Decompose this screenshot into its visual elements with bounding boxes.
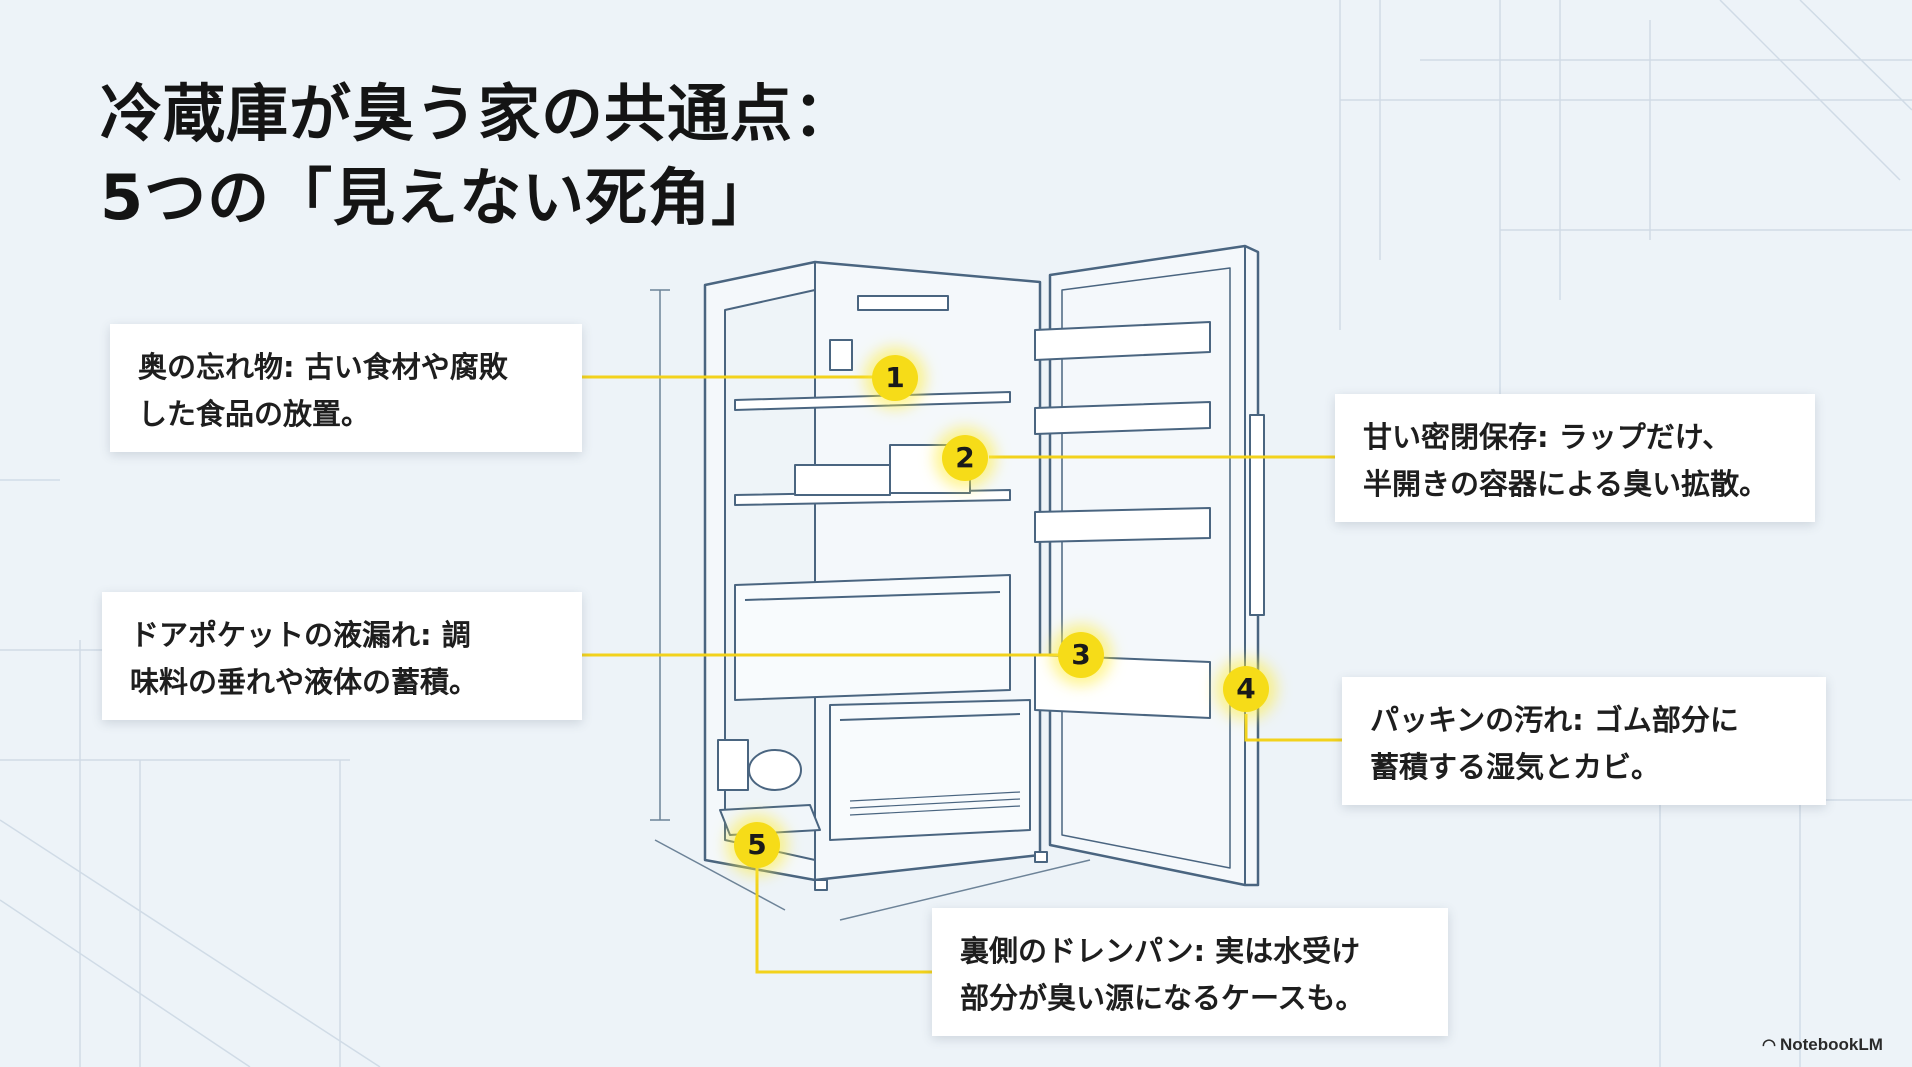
callout-1-back-leftovers: 奥の忘れ物: 古い食材や腐敗 した食品の放置。: [110, 324, 582, 452]
callout-5-drain-pan: 裏側のドレンパン: 実は水受け 部分が臭い源になるケースも。: [932, 908, 1448, 1036]
refrigerator-illustration: [703, 244, 1265, 891]
callout-2-loose-sealing: 甘い密閉保存: ラップだけ、 半開きの容器による臭い拡散。: [1335, 394, 1815, 522]
callout-3-door-pocket-leaks: ドアポケットの液漏れ: 調 味料の垂れや液体の蓄積。: [102, 592, 582, 720]
title-line-1: 冷蔵庫が臭う家の共通点：: [100, 77, 857, 150]
callout-3-line-2: 味料の垂れや液体の蓄積。: [130, 665, 479, 699]
callout-1-line-2: した食品の放置。: [138, 397, 371, 431]
marker-badge-2: 2: [942, 435, 988, 481]
title-line-2: 5つの「見えない死角」: [100, 161, 775, 234]
callout-1-line-1: 奥の忘れ物: 古い食材や腐敗: [138, 350, 508, 384]
callout-2-line-1: 甘い密閉保存: ラップだけ、: [1363, 420, 1732, 454]
callout-2-line-2: 半開きの容器による臭い拡散。: [1363, 467, 1769, 501]
notebooklm-logo-icon: ◠: [1762, 1037, 1776, 1054]
callout-4-gasket-dirt: パッキンの汚れ: ゴム部分に 蓄積する湿気とカビ。: [1342, 677, 1826, 805]
marker-badge-3: 3: [1058, 632, 1104, 678]
callout-4-line-1: パッキンの汚れ: ゴム部分に: [1370, 703, 1739, 737]
callout-4-line-2: 蓄積する湿気とカビ。: [1370, 750, 1661, 784]
brand-label: NotebookLM: [1779, 1035, 1883, 1054]
callout-3-line-1: ドアポケットの液漏れ: 調: [130, 618, 471, 652]
connector-lines: [582, 375, 1342, 974]
callout-5-line-2: 部分が臭い源になるケースも。: [960, 981, 1365, 1015]
notebooklm-branding: ◠NotebookLM: [1762, 1035, 1883, 1055]
marker-badge-4: 4: [1223, 666, 1269, 712]
marker-badge-1: 1: [872, 355, 918, 401]
page-title: 冷蔵庫が臭う家の共通点： 5つの「見えない死角」: [100, 72, 856, 240]
callout-5-line-1: 裏側のドレンパン: 実は水受け: [960, 934, 1361, 968]
marker-badge-5: 5: [734, 822, 780, 868]
